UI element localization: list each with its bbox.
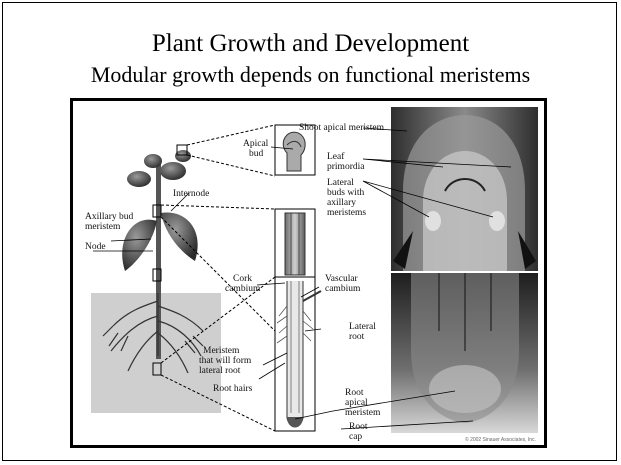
label-apical-bud-2: bud bbox=[249, 149, 264, 159]
label-leaf-primordia-1: Leaf bbox=[327, 151, 345, 162]
label-leaf-primordia-2: primordia bbox=[327, 162, 365, 172]
label-vascular-2: cambium bbox=[325, 284, 361, 294]
label-apical-bud-1: Apical bbox=[243, 139, 269, 149]
plant-meristem-figure: Shoot apical meristem Apical bud Interno… bbox=[70, 98, 547, 448]
label-node: Node bbox=[85, 242, 106, 252]
label-root-hairs: Root hairs bbox=[213, 384, 253, 394]
label-lateral-buds-4: meristems bbox=[327, 208, 366, 218]
label-internode: Internode bbox=[173, 189, 209, 199]
slide-title: Plant Growth and Development bbox=[0, 30, 621, 58]
label-axillary-2: meristem bbox=[85, 222, 121, 232]
label-lateral-root-1: Lateral bbox=[349, 322, 376, 332]
label-meristem-form-2: that will form bbox=[199, 355, 252, 366]
label-meristem-form-1: Meristem bbox=[203, 346, 240, 356]
copyright-notice: © 2002 Sinauer Associates, Inc. bbox=[465, 436, 536, 443]
label-root-apical-1: Root bbox=[345, 388, 364, 398]
label-cork-1: Cork bbox=[233, 274, 252, 284]
label-root-apical-3: meristem bbox=[345, 408, 381, 418]
label-meristem-form-3: lateral root bbox=[199, 366, 241, 376]
label-cork-2: cambium bbox=[225, 284, 261, 294]
label-root-apical-2: apical bbox=[345, 398, 368, 408]
label-shoot-apical-meristem: Shoot apical meristem bbox=[299, 123, 385, 133]
label-lateral-buds-2: buds with bbox=[327, 188, 364, 198]
label-lateral-buds-1: Lateral bbox=[327, 178, 354, 188]
label-root-cap-2: cap bbox=[349, 432, 362, 442]
label-axillary-1: Axillary bud bbox=[85, 212, 134, 222]
meristem-diagram: Shoot apical meristem Apical bud Interno… bbox=[73, 101, 544, 445]
label-root-cap-1: Root bbox=[349, 422, 368, 432]
label-vascular-1: Vascular bbox=[325, 274, 359, 284]
slide-subtitle: Modular growth depends on functional mer… bbox=[0, 62, 621, 88]
label-lateral-root-2: root bbox=[349, 332, 365, 342]
label-lateral-buds-3: axillary bbox=[327, 198, 356, 208]
